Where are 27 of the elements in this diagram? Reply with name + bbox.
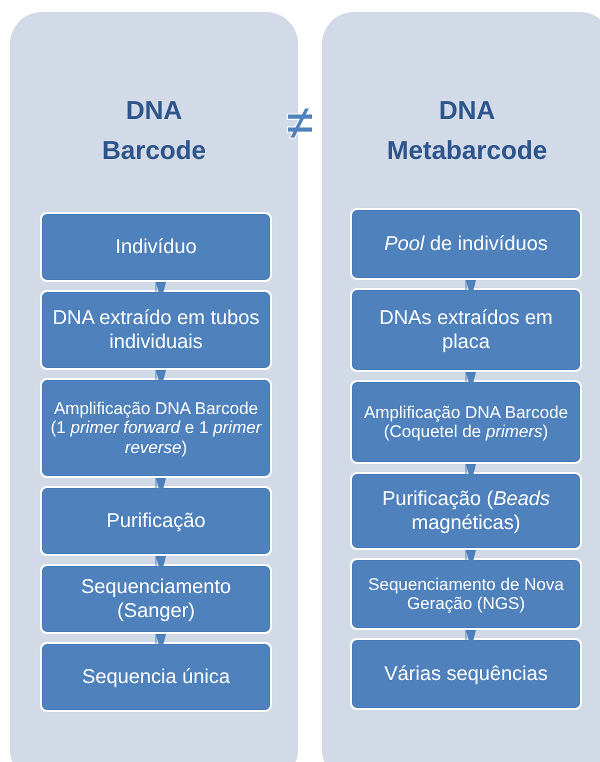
column-title: DNA Metabarcode xyxy=(386,94,548,168)
step-text: Pool de indivíduos xyxy=(384,232,548,256)
process-box xyxy=(40,378,272,478)
step-text: Sequencia única xyxy=(82,665,230,689)
process-box xyxy=(40,212,272,282)
process-box xyxy=(350,558,582,630)
column-title: DNA Barcode xyxy=(102,94,206,168)
column-panel xyxy=(322,12,600,762)
step-text: Várias sequências xyxy=(384,662,548,686)
process-box xyxy=(350,288,582,372)
process-box xyxy=(350,638,582,710)
step-text: DNAs extraídos em placa xyxy=(378,306,554,354)
process-box xyxy=(40,486,272,556)
process-box xyxy=(40,290,272,370)
step-text: Purificação xyxy=(106,509,206,533)
process-box xyxy=(40,564,272,634)
step-text: Sequenciamento (Sanger) xyxy=(80,575,232,623)
step-text: DNA extraído em tubos individuais xyxy=(52,306,260,354)
step-text: Amplificação DNA Barcode (Coquetel de primers) xyxy=(362,402,570,442)
process-box xyxy=(350,380,582,464)
process-box xyxy=(350,208,582,280)
process-box xyxy=(40,642,272,712)
step-text: Purificação (Beads magnéticas) xyxy=(381,487,551,535)
step-text: Sequenciamento de Nova Geração (NGS) xyxy=(367,574,565,614)
step-text: Amplificação DNA Barcode (1 primer forward e 1 primer reverse) xyxy=(50,399,263,457)
process-box xyxy=(350,472,582,550)
step-text: Indivíduo xyxy=(115,235,197,259)
